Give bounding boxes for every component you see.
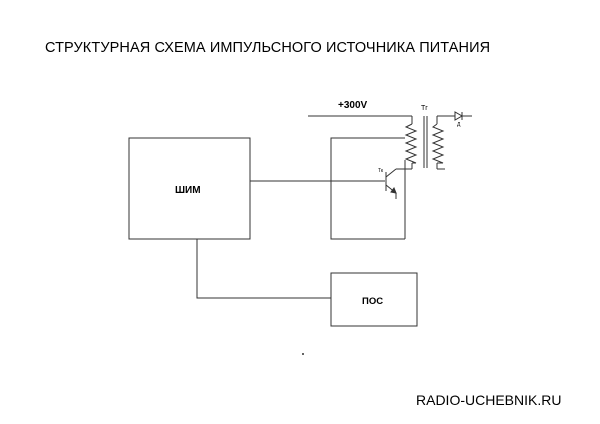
power-stage-block	[330, 137, 405, 240]
feedback-block	[330, 272, 418, 327]
diode-label: Д	[457, 122, 461, 128]
site-footer: RADIO-UCHEBNIK.RU	[416, 392, 562, 408]
stray-dot	[302, 353, 304, 355]
transformer-label: Тг	[421, 105, 428, 112]
transistor-symbol	[385, 168, 405, 199]
voltage-label: +300V	[338, 100, 368, 111]
diagram-title: СТРУКТУРНАЯ СХЕМА ИМПУЛЬСНОГО ИСТОЧНИКА …	[45, 40, 491, 56]
transformer-primary	[404, 123, 418, 164]
feedback-label: ПОС	[362, 296, 383, 307]
transistor-label: Тк	[378, 168, 384, 174]
transformer-secondary	[431, 123, 445, 164]
diode-symbol	[454, 111, 472, 121]
feedback-wire	[196, 239, 331, 299]
pwm-label: ШИМ	[175, 185, 201, 196]
pwm-block	[128, 137, 251, 240]
